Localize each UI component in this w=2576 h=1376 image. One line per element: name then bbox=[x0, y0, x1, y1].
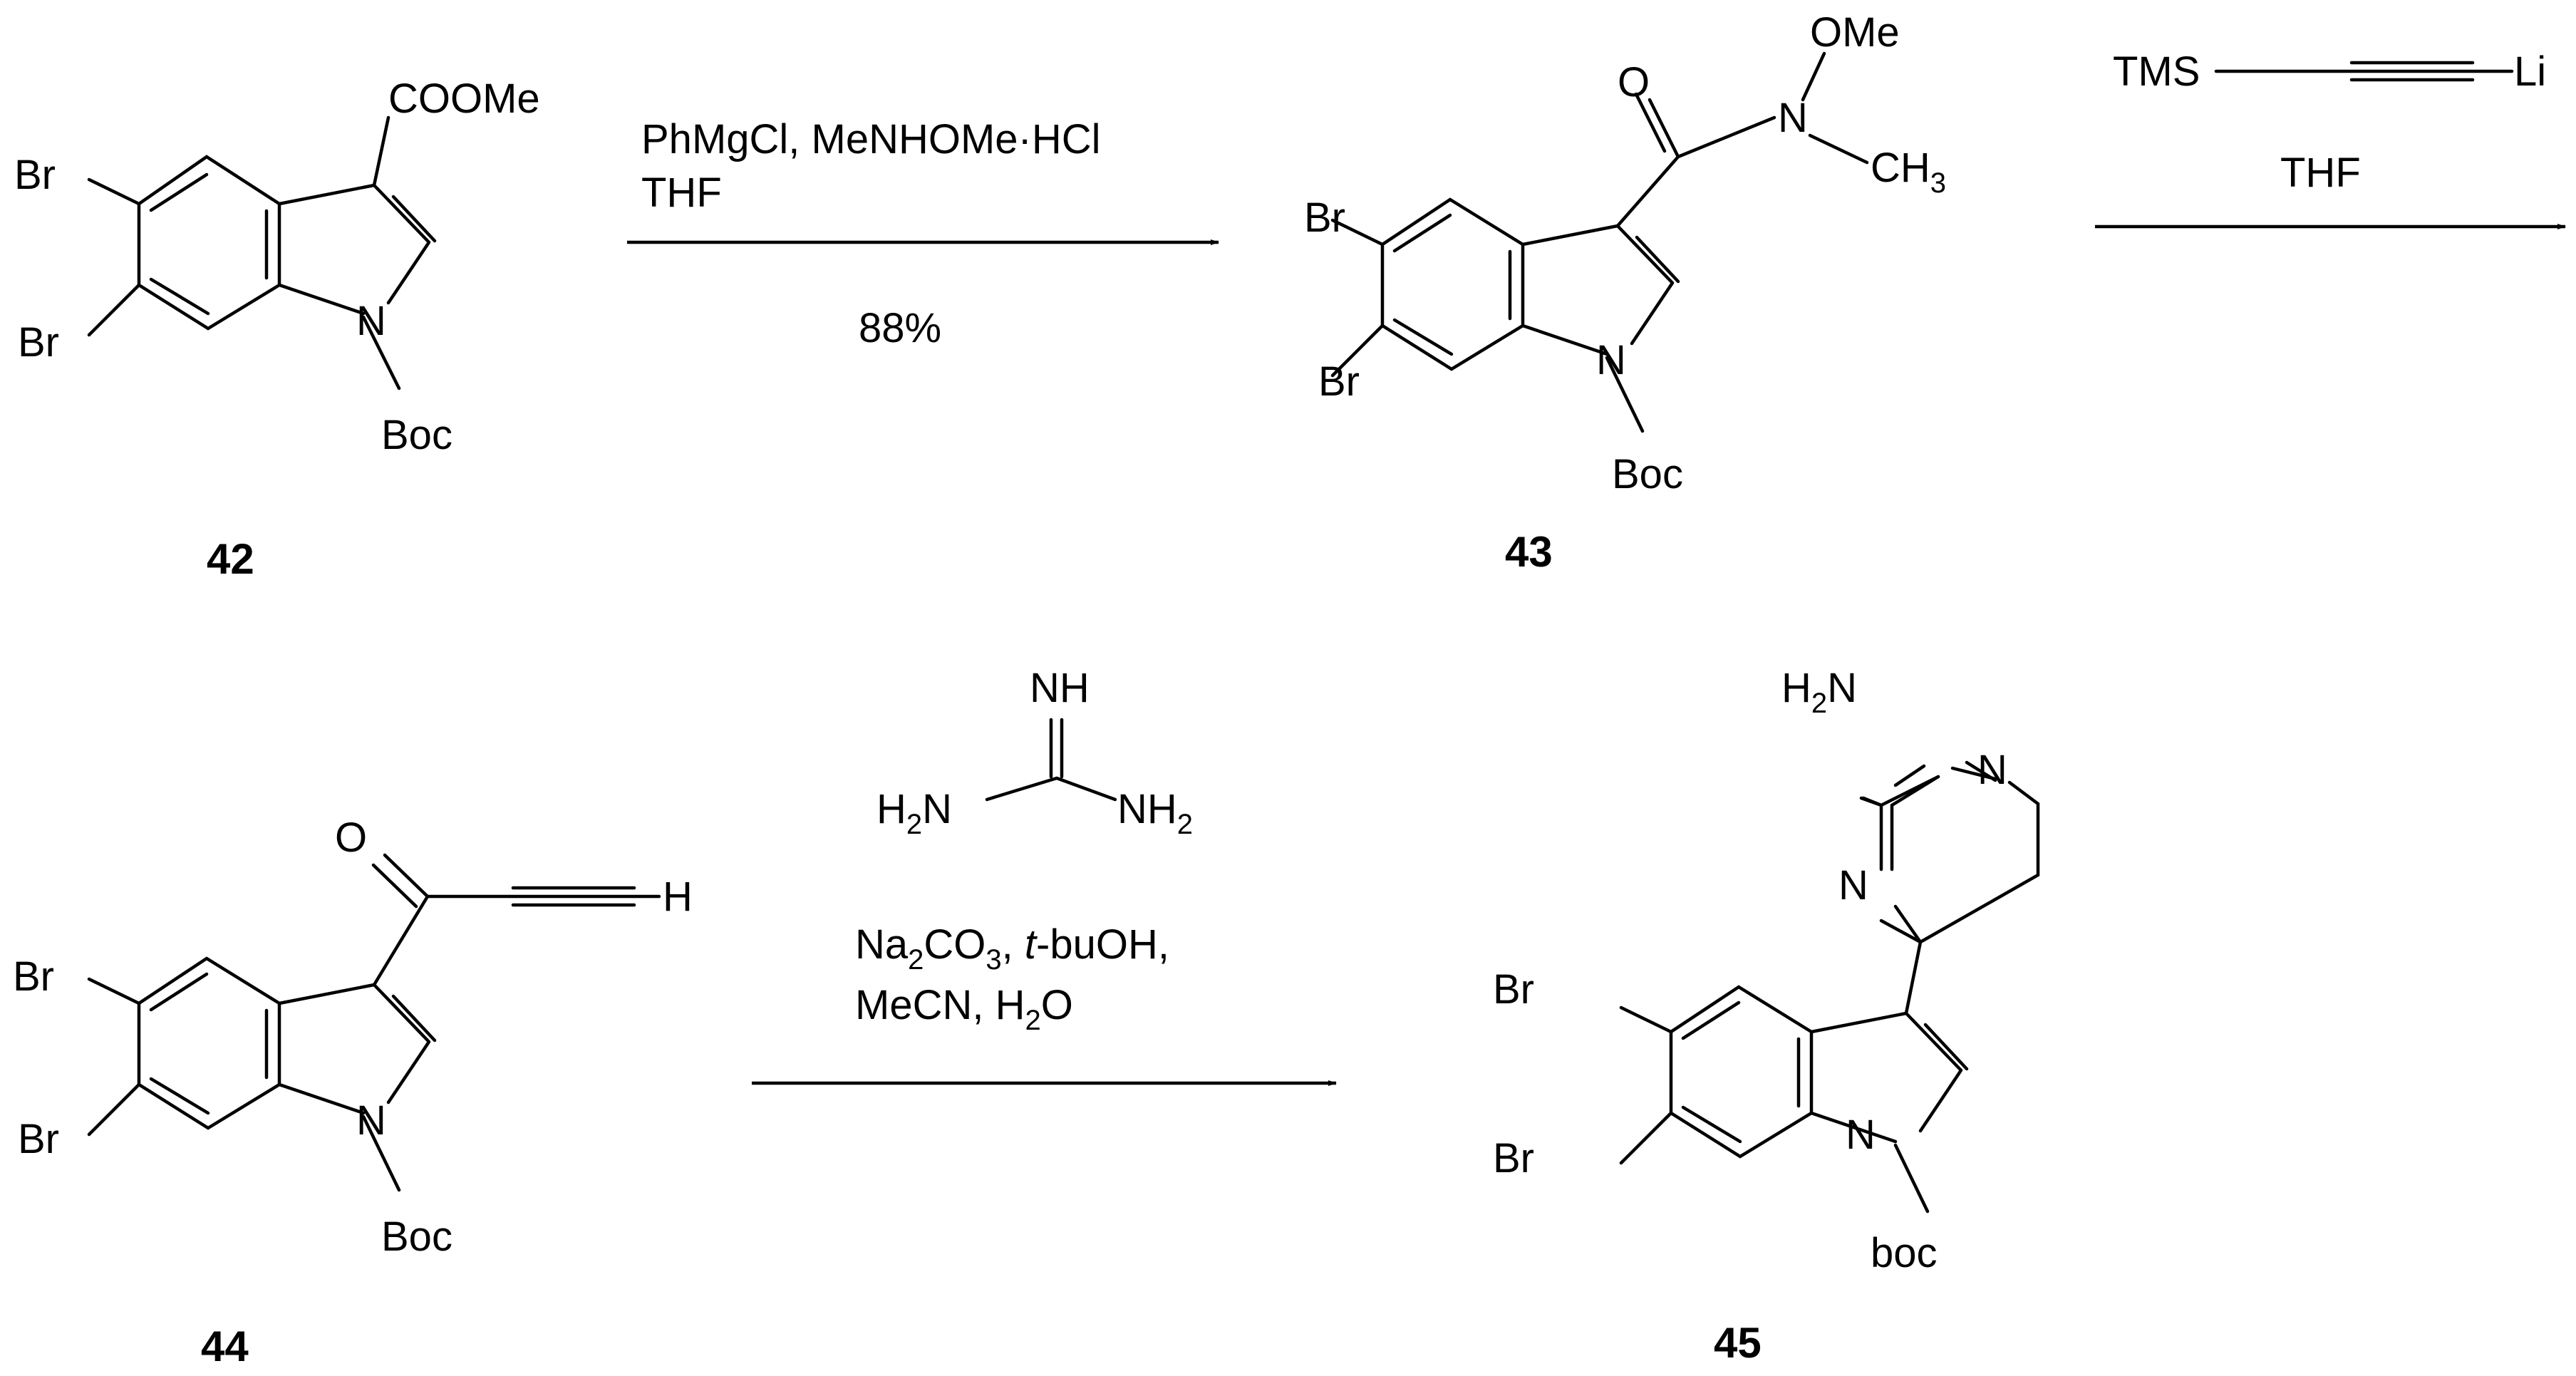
compound-number: 44 bbox=[201, 1323, 249, 1370]
bromine-6: Br bbox=[1318, 358, 1360, 405]
compound-number: 45 bbox=[1714, 1319, 1762, 1367]
alkyne-bond bbox=[2214, 61, 2514, 82]
bromine-5: Br bbox=[14, 152, 56, 198]
step-1: PhMgCl, MeNHOMe·HCl THF 88% bbox=[627, 116, 1219, 351]
bromine-6: Br bbox=[18, 319, 59, 366]
tms-group: TMS bbox=[2113, 48, 2200, 95]
step-3-solvents: MeCN, H2O bbox=[855, 982, 1073, 1036]
boc-group: boc bbox=[1871, 1230, 1938, 1276]
step-1-reagents: PhMgCl, MeNHOMe·HCl bbox=[641, 116, 1101, 162]
amino-group: H2N bbox=[1781, 665, 1857, 719]
boc-group: Boc bbox=[1612, 451, 1683, 497]
lithium: Li bbox=[2514, 48, 2546, 95]
bromine-5: Br bbox=[13, 953, 54, 1000]
ester-group: COOMe bbox=[388, 76, 540, 122]
indole-nitrogen: N bbox=[356, 1097, 386, 1144]
indole-nitrogen: N bbox=[1596, 337, 1626, 383]
guanidine-imine: NH bbox=[1030, 665, 1090, 711]
compound-42-bonds bbox=[137, 115, 437, 390]
compound-45: Br Br N boc H2N N N 45 bbox=[1493, 665, 2040, 1367]
step-1-solvent: THF bbox=[641, 170, 722, 216]
step-3: NH H2N NH2 Na2CO3, t-buOH, MeCN, H2O bbox=[752, 665, 1337, 1086]
pyrimidine-nitrogen-1: N bbox=[1838, 862, 1868, 909]
pyrimidine-nitrogen-3: N bbox=[1977, 747, 2007, 793]
indole-nitrogen: N bbox=[1846, 1112, 1876, 1158]
carbonyl-oxygen: O bbox=[335, 814, 367, 861]
guanidine-bonds bbox=[985, 718, 1117, 802]
compound-44: Br Br N Boc O H 44 bbox=[13, 814, 693, 1370]
boc-group: Boc bbox=[381, 1214, 452, 1260]
compound-number: 43 bbox=[1505, 528, 1553, 576]
step-2: TMS Li THF bbox=[2095, 48, 2566, 229]
guanidine-amine-right: NH2 bbox=[1117, 786, 1193, 840]
bromine-6: Br bbox=[1493, 1135, 1534, 1181]
terminal-hydrogen: H bbox=[663, 874, 693, 920]
boc-group: Boc bbox=[381, 412, 452, 458]
compound-number: 42 bbox=[207, 535, 254, 583]
bromine-6: Br bbox=[18, 1116, 59, 1162]
compound-43: Br Br N Boc O N OMe CH3 43 bbox=[1304, 9, 1946, 576]
compound-42: Br Br N Boc COOMe 42 bbox=[14, 76, 540, 583]
indole-nitrogen: N bbox=[356, 298, 386, 344]
step-3-reagents: Na2CO3, t-buOH, bbox=[855, 921, 1169, 976]
step-1-yield: 88% bbox=[859, 305, 941, 351]
guanidine-amine-left: H2N bbox=[876, 786, 952, 840]
methoxy-group: OMe bbox=[1810, 9, 1900, 56]
bromine-5: Br bbox=[1493, 966, 1534, 1013]
step-2-solvent: THF bbox=[2280, 150, 2361, 196]
bromine-5: Br bbox=[1304, 195, 1345, 241]
amide-nitrogen: N bbox=[1778, 95, 1808, 141]
carbonyl-oxygen: O bbox=[1618, 59, 1650, 105]
methyl-group: CH3 bbox=[1871, 145, 1946, 199]
